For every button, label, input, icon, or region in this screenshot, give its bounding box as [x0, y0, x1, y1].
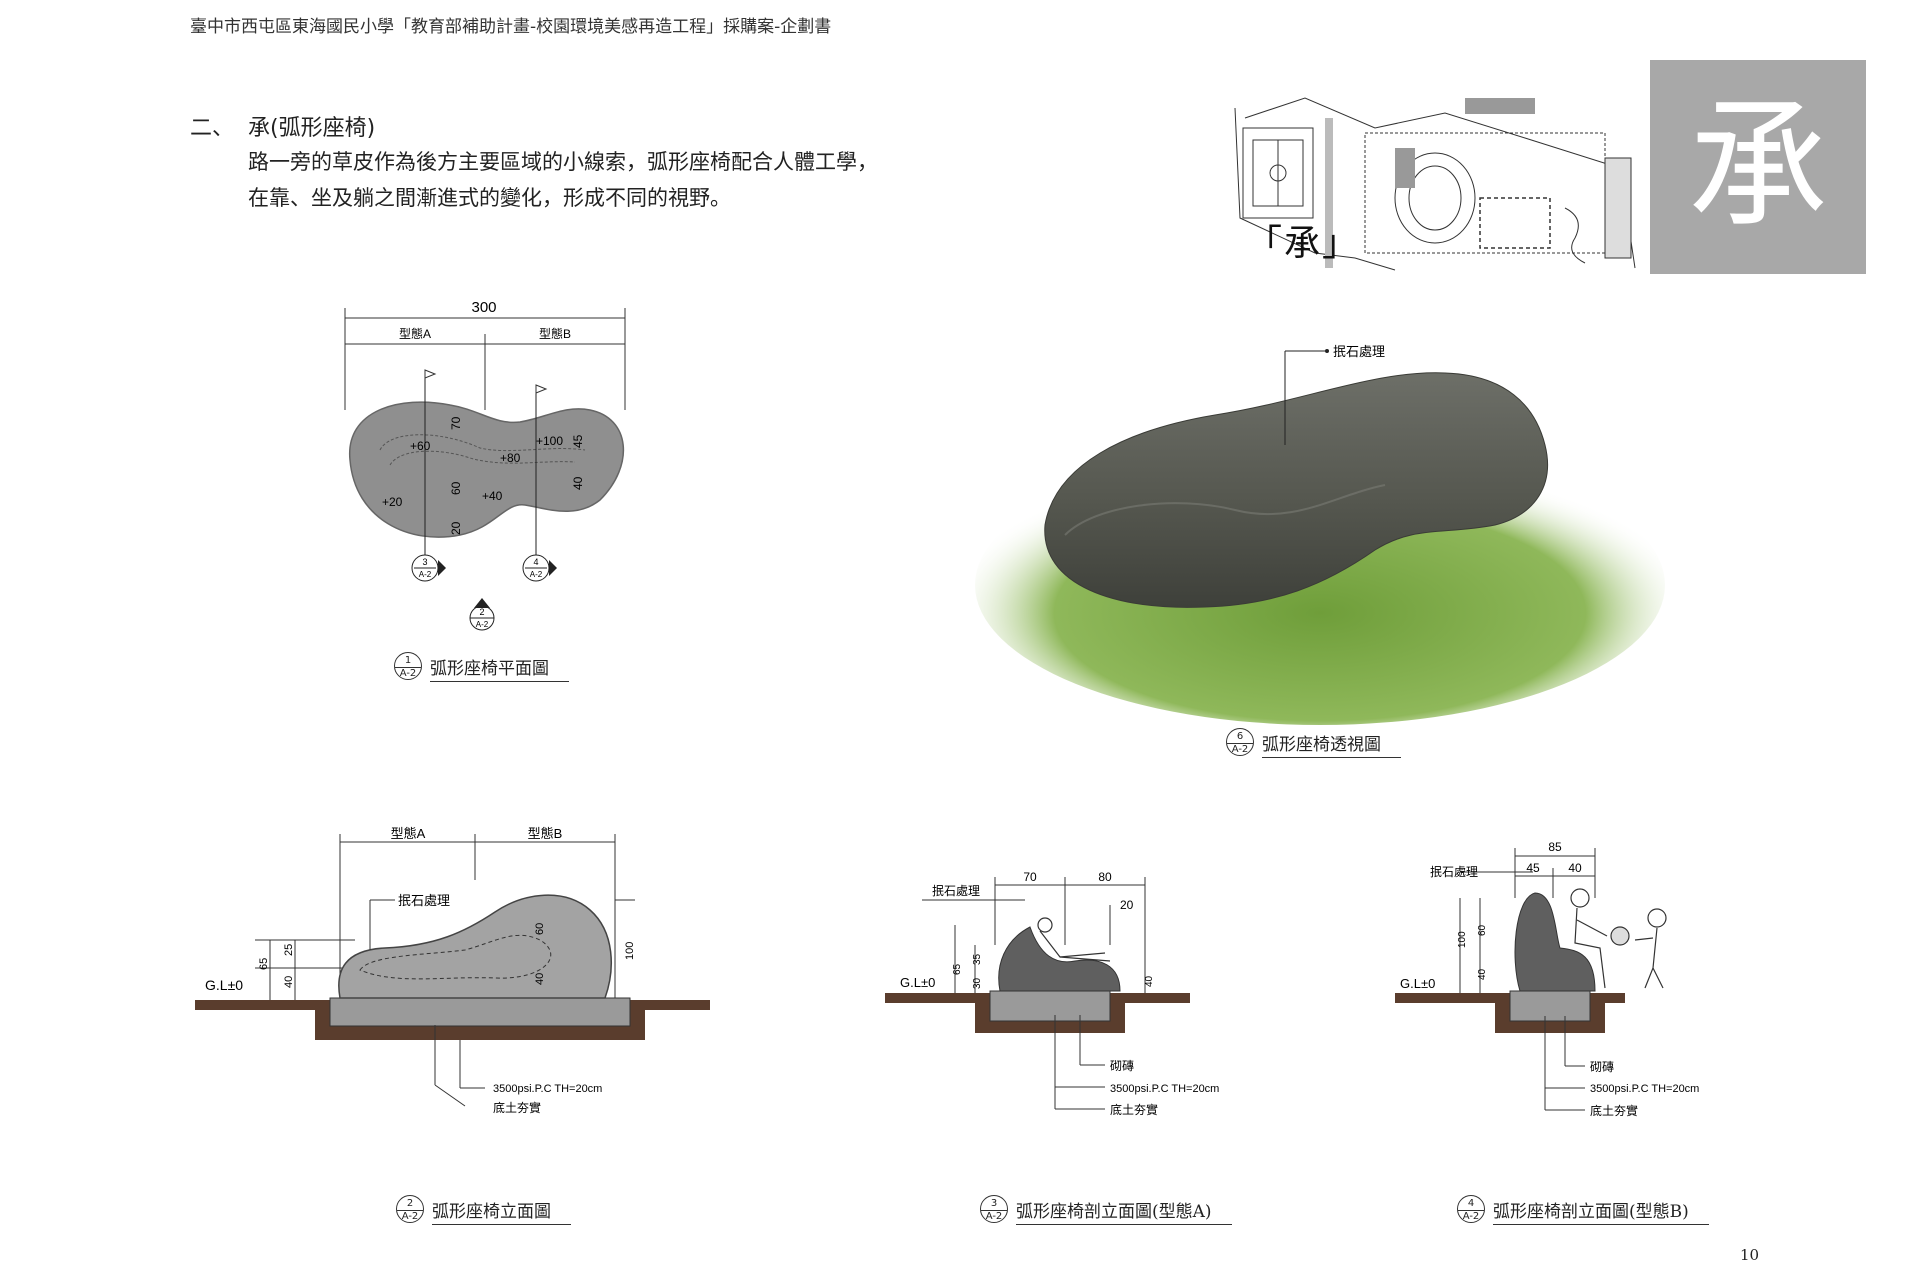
plan-level: +20 — [382, 495, 403, 509]
section-b-note: 抿石處理 — [1430, 864, 1478, 879]
section-number: 二、 — [190, 116, 235, 141]
elevation-gl: G.L±0 — [205, 977, 243, 993]
section-b-dim-top: 85 — [1548, 840, 1562, 854]
plan-dim: 20 — [449, 521, 463, 535]
section-title: 承(弧形座椅) — [248, 116, 376, 141]
svg-text:A-2: A-2 — [530, 570, 543, 579]
svg-text:2: 2 — [479, 607, 484, 617]
document-header: 臺中市西屯區東海國民小學「教育部補助計畫-校園環境美感再造工程」採購案-企劃書 — [190, 17, 832, 37]
section-a-dim: 80 — [1098, 870, 1112, 884]
section-a-gl: G.L±0 — [900, 975, 935, 990]
section-b-drawing: 85 45 40 抿石處理 G.L±0 100 60 40 砌磚 3500psi… — [1395, 840, 1699, 1118]
elevation-dim-right: 100 — [624, 942, 636, 960]
plan-marker: 4 A-2 — [522, 554, 557, 582]
section-a-note: 抿石處理 — [932, 883, 980, 898]
svg-text:A-2: A-2 — [476, 620, 489, 629]
section-a-drawing: 70 80 20 抿石處理 G.L±0 65 35 30 40 砌磚 3500p… — [885, 870, 1219, 1117]
elevation-dim: 65 — [258, 958, 270, 970]
perspective-seat-shape — [1044, 372, 1549, 608]
description-line-1: 路一旁的草皮作為後方主要區域的小線索，弧形座椅配合人體工學， — [248, 150, 878, 174]
section-b-dim-left: 40 — [1477, 968, 1488, 980]
svg-text:4: 4 — [533, 557, 538, 567]
elevation-type-b: 型態B — [528, 826, 563, 841]
section-b-dim: 45 — [1526, 861, 1540, 875]
plan-seat-shape — [349, 401, 625, 538]
section-a-dim-right: 40 — [1144, 975, 1155, 987]
badge-character: 承 — [1687, 85, 1828, 248]
elevation-dim: 40 — [534, 973, 546, 985]
section-b-gl: G.L±0 — [1400, 976, 1435, 991]
section-description: 路一旁的草皮作為後方主要區域的小線索，弧形座椅配合人體工學， 在靠、坐及躺之間漸… — [248, 144, 1008, 216]
plan-dim: 60 — [449, 481, 463, 495]
elevation-note: 抿石處理 — [398, 893, 450, 908]
site-plan-label: 「承」 — [1246, 223, 1361, 264]
description-line-2: 在靠、坐及躺之間漸進式的變化，形成不同的視野。 — [248, 186, 731, 210]
section-b-dim-left: 60 — [1477, 924, 1488, 936]
plan-level: +40 — [482, 489, 503, 503]
section-a-spec2: 底土夯實 — [1110, 1102, 1158, 1117]
plan-marker: 3 A-2 — [411, 554, 446, 582]
elevation-type-a: 型態A — [391, 826, 426, 841]
section-b-seat-shape — [1514, 892, 1596, 992]
section-a-dim-left: 65 — [952, 963, 963, 975]
elevation-spec1: 3500psi.P.C TH=20cm — [493, 1083, 602, 1095]
site-plan-thumbnail — [1234, 97, 1636, 271]
section-b-dim-left: 100 — [1457, 931, 1468, 948]
section-a-dim-20: 20 — [1120, 898, 1134, 912]
elevation-spec2: 底土夯實 — [493, 1100, 541, 1115]
svg-text:3: 3 — [422, 557, 427, 567]
plan-dim: 40 — [571, 476, 585, 490]
elevation-drawing: 型態A 型態B 抿石處理 G.L±0 65 25 40 60 40 100 35… — [195, 826, 710, 1115]
plan-dim: 45 — [571, 434, 585, 448]
perspective-note: 抿石處理 — [1333, 344, 1385, 359]
plan-level: +80 — [500, 451, 521, 465]
plan-marker: 2 A-2 — [469, 598, 495, 631]
elevation-dim: 40 — [283, 976, 295, 988]
section-b-dim: 40 — [1568, 861, 1582, 875]
section-a-seat-shape — [998, 926, 1121, 992]
svg-text:A-2: A-2 — [419, 570, 432, 579]
section-b-brick: 砌磚 — [1590, 1060, 1614, 1074]
section-a-dim-left: 35 — [972, 953, 983, 965]
elevation-dim: 25 — [283, 944, 295, 956]
section-b-spec2: 底土夯實 — [1590, 1103, 1638, 1118]
section-badge: 承 — [1650, 60, 1866, 274]
section-a-brick: 砌磚 — [1110, 1059, 1134, 1073]
plan-drawing: 300 型態A 型態B +60 +80 +100 +20 +40 70 60 2… — [344, 299, 626, 631]
elevation-dim: 60 — [534, 923, 546, 935]
plan-type-a: 型態A — [399, 326, 431, 341]
section-a-dim-left: 30 — [972, 977, 983, 989]
plan-level: +100 — [536, 434, 563, 448]
plan-type-b: 型態B — [539, 326, 571, 341]
perspective-rendering: 抿石處理 — [975, 344, 1665, 725]
plan-level: +60 — [410, 439, 431, 453]
page-number: 10 — [1740, 1246, 1760, 1264]
plan-dim-total: 300 — [471, 299, 496, 316]
plan-dim: 70 — [449, 416, 463, 430]
section-a-spec1: 3500psi.P.C TH=20cm — [1110, 1083, 1219, 1095]
section-a-dim: 70 — [1023, 870, 1037, 884]
section-b-spec1: 3500psi.P.C TH=20cm — [1590, 1083, 1699, 1095]
